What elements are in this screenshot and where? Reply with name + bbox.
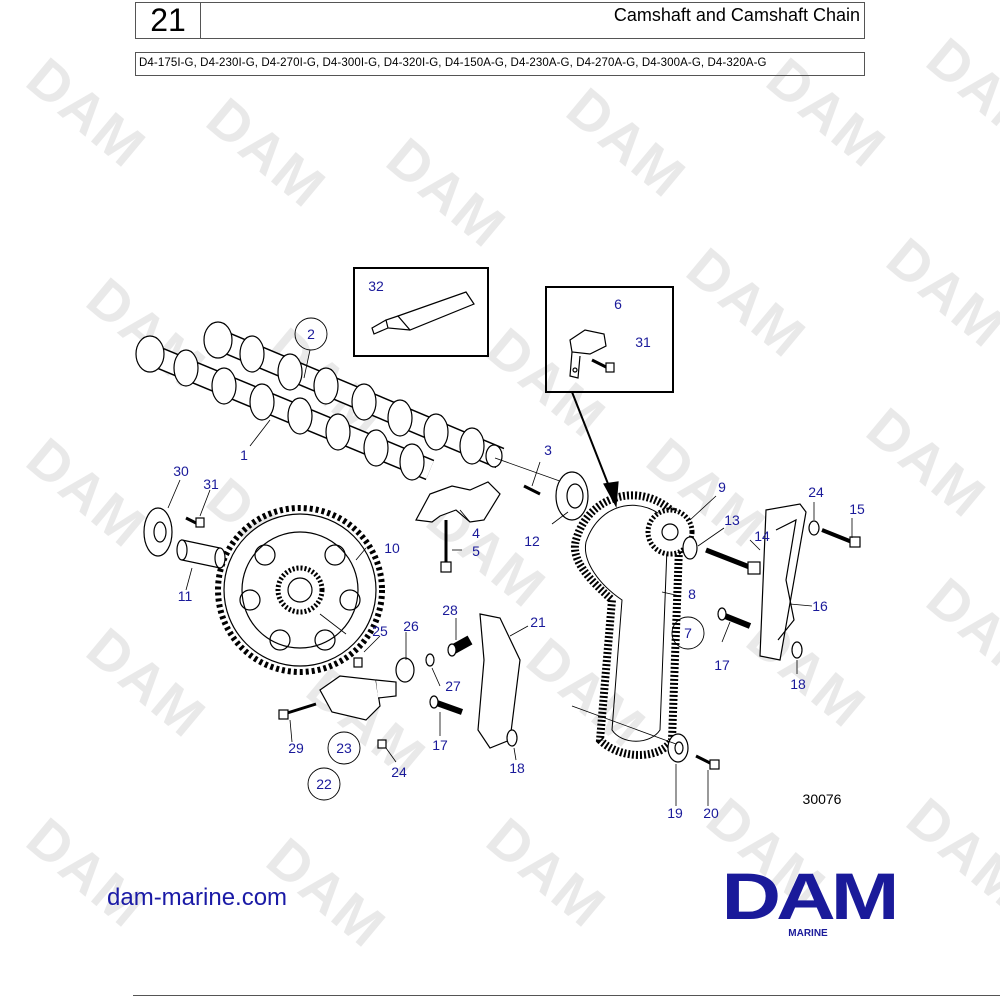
callout-10: 10 <box>384 540 400 556</box>
callout-32: 32 <box>368 278 384 294</box>
models-box: D4-175I-G, D4-230I-G, D4-270I-G, D4-300I… <box>135 52 865 76</box>
logo-subtitle: MARINE <box>788 928 828 939</box>
callout-23: 23 <box>336 740 352 756</box>
washer-19-icon <box>667 733 689 763</box>
callout-28: 28 <box>442 602 458 618</box>
pivot-pin-right-icon <box>717 607 752 629</box>
plug-icon <box>377 739 387 749</box>
thrust-washer-icon <box>555 471 589 521</box>
page-title: Camshaft and Camshaft Chain <box>613 5 860 25</box>
callout-18-right: 18 <box>790 676 806 692</box>
o-ring-small-icon <box>425 653 435 667</box>
pin-icon <box>523 484 541 496</box>
bolt-20-icon <box>695 754 720 770</box>
callout-7: 7 <box>684 625 692 641</box>
callout-16: 16 <box>812 598 828 614</box>
washer-right-icon <box>808 520 820 536</box>
callout-29: 29 <box>288 740 304 756</box>
page-number: 21 <box>135 2 201 39</box>
callout-14: 14 <box>754 528 770 544</box>
callout-22: 22 <box>316 776 332 792</box>
hub-flange-icon <box>143 507 173 557</box>
screw-icon <box>591 358 615 373</box>
callout-6: 6 <box>614 296 622 312</box>
camshaft-lower-icon <box>135 335 435 481</box>
callout-15: 15 <box>849 501 865 517</box>
callout-21: 21 <box>530 614 546 630</box>
bracket-icon <box>569 329 607 379</box>
camshaft-upper-icon <box>203 321 505 469</box>
screw-left-icon <box>185 516 205 528</box>
tensioner-rail-icon <box>759 503 807 661</box>
callout-1: 1 <box>240 447 248 463</box>
callout-20: 20 <box>703 805 719 821</box>
callout-31-inset: 31 <box>635 334 651 350</box>
website-link[interactable]: dam-marine.com <box>107 884 288 911</box>
title-box: Camshaft and Camshaft Chain <box>200 2 865 39</box>
timing-gear-icon <box>215 505 385 675</box>
callout-24-right: 24 <box>808 484 824 500</box>
dam-logo: DAM MARINE <box>718 863 900 944</box>
callout-9: 9 <box>718 479 726 495</box>
bolt-15-icon <box>821 528 861 548</box>
callout-25: 25 <box>372 623 388 639</box>
bearing-cap-icon <box>415 481 501 523</box>
callout-5: 5 <box>472 543 480 559</box>
callout-13: 13 <box>724 512 740 528</box>
inset-box-sealant <box>353 267 489 357</box>
timing-chain-icon <box>570 491 685 759</box>
bolt-29-icon <box>278 702 317 720</box>
bolt-icon <box>440 520 452 573</box>
callout-11: 11 <box>178 588 193 604</box>
callout-18-left: 18 <box>509 760 525 776</box>
sprocket-bolt-icon <box>705 547 761 575</box>
o-ring-icon <box>395 657 415 683</box>
callout-17-left: 17 <box>432 737 448 753</box>
figure-id: 30076 <box>803 791 842 807</box>
callout-26: 26 <box>403 618 419 634</box>
callout-3: 3 <box>544 442 552 458</box>
callout-19: 19 <box>667 805 683 821</box>
sleeve-icon <box>176 539 226 569</box>
washer-18-left-icon <box>506 729 518 747</box>
washer-icon <box>682 536 698 560</box>
inset-box-bracket <box>545 286 674 393</box>
callout-12: 12 <box>524 533 540 549</box>
chain-tensioner-icon <box>319 675 397 721</box>
nipple-icon <box>353 657 363 668</box>
callout-30: 30 <box>173 463 189 479</box>
callout-24-bottom: 24 <box>391 764 407 780</box>
sealant-tube-icon <box>371 291 475 335</box>
callout-4: 4 <box>472 525 480 541</box>
pin-28-icon <box>447 635 473 657</box>
footer-divider <box>133 995 1000 996</box>
callout-2: 2 <box>307 326 315 342</box>
pivot-pin-left-icon <box>429 695 464 715</box>
guide-rail-icon <box>477 613 521 749</box>
callout-17-right: 17 <box>714 657 730 673</box>
callout-31-left: 31 <box>203 476 219 492</box>
sprocket-icon <box>645 507 695 557</box>
callout-27: 27 <box>445 678 461 694</box>
model-list: D4-175I-G, D4-230I-G, D4-270I-G, D4-300I… <box>139 57 767 69</box>
logo-wordmark: DAM <box>721 859 900 933</box>
callout-8: 8 <box>688 586 696 602</box>
washer-18-right-icon <box>791 641 803 659</box>
